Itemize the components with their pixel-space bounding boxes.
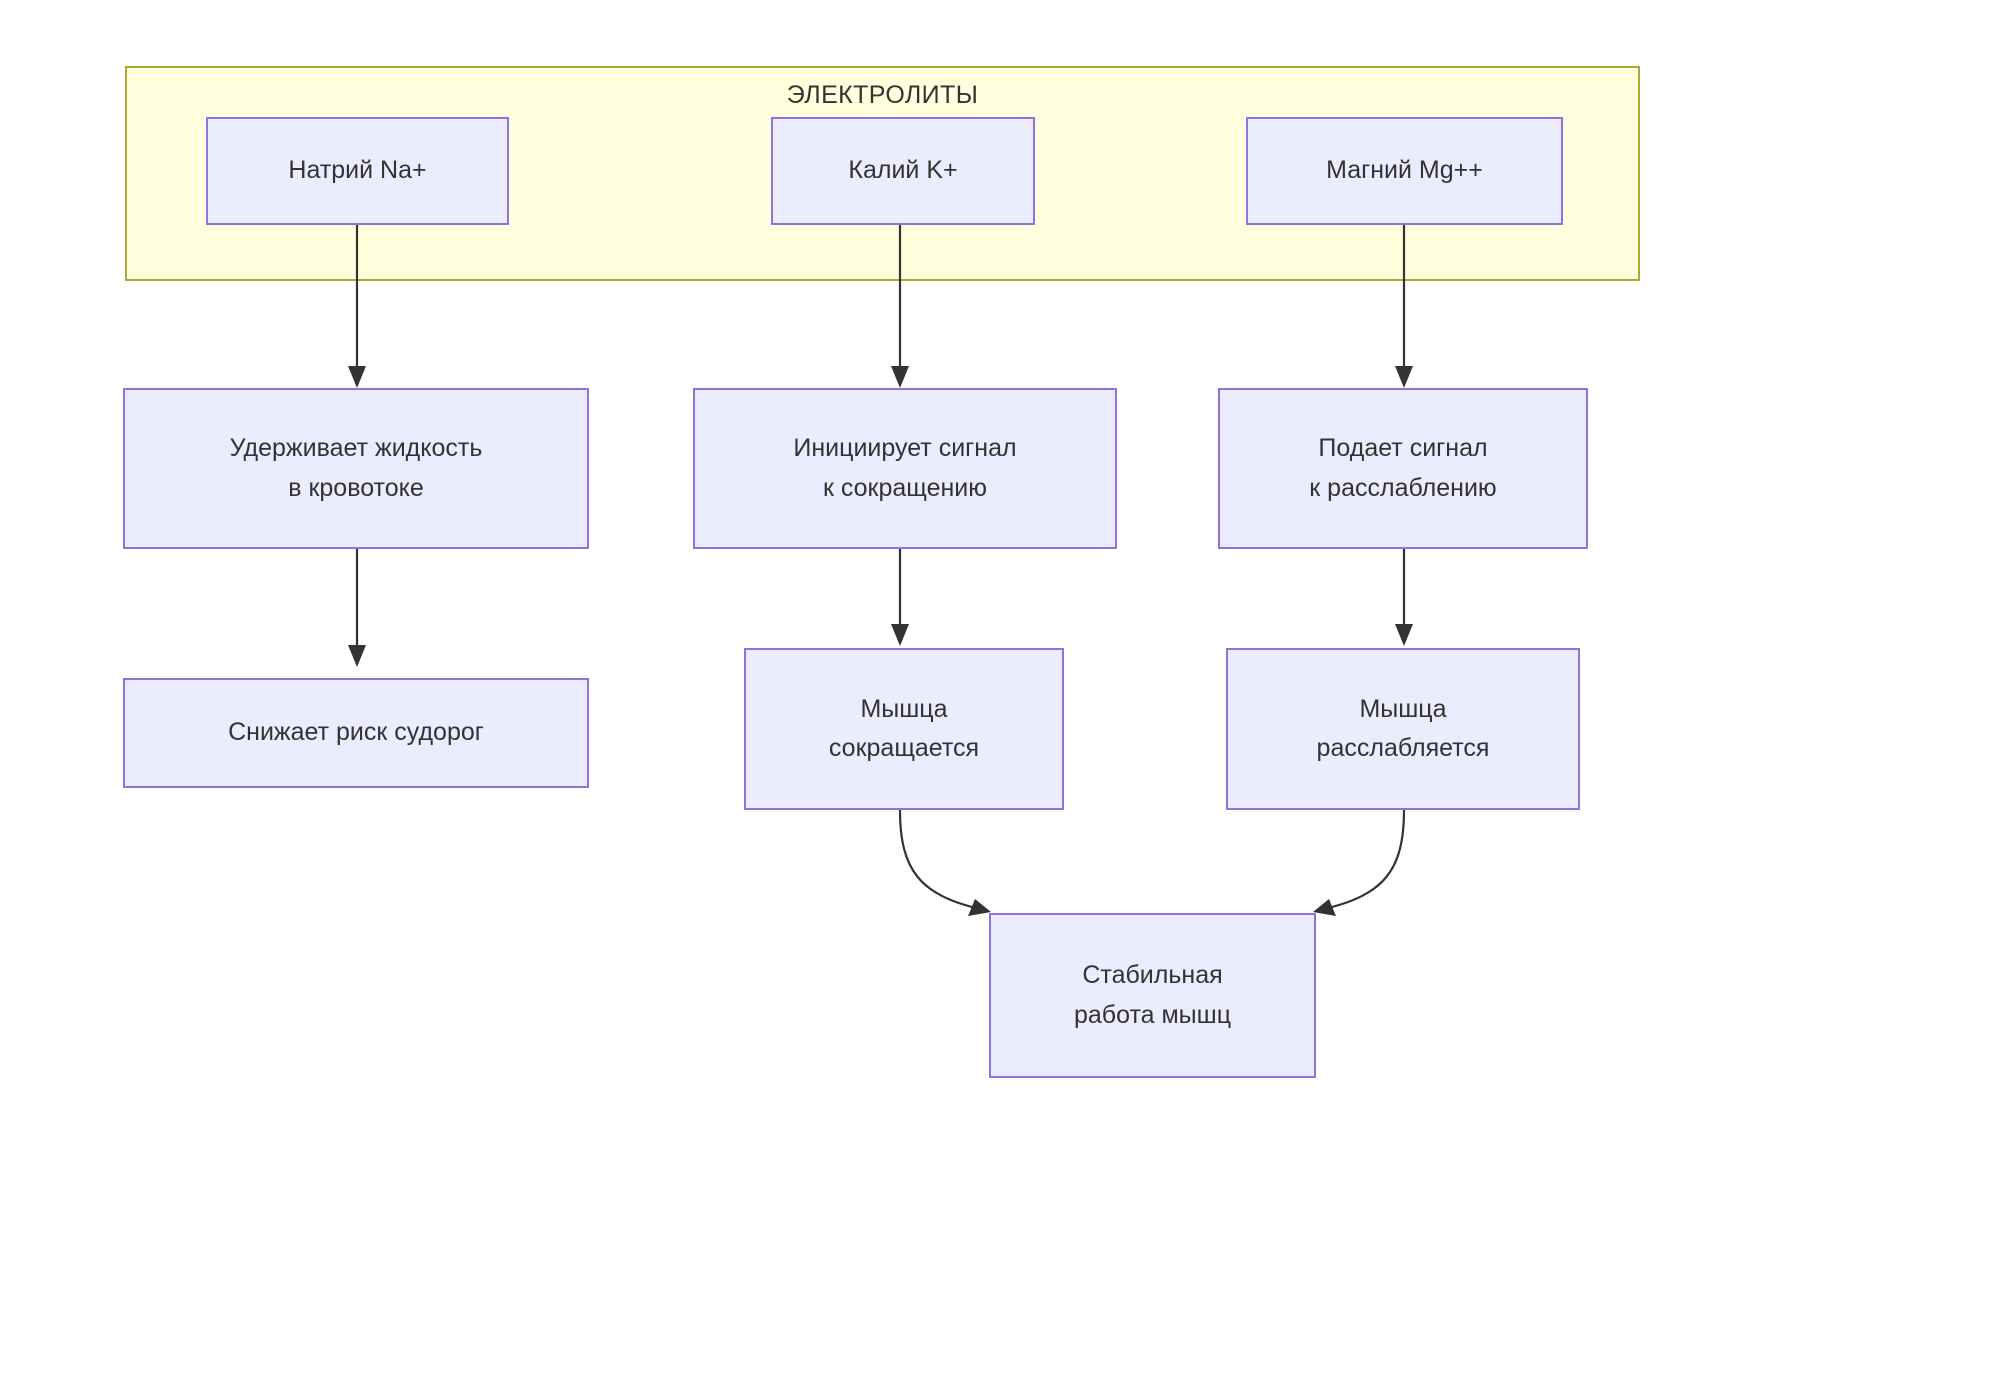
node-potassium-label: Калий K+: [848, 156, 958, 185]
edge-fluid-to-cramp-risk: [348, 549, 366, 667]
node-relaxation-signal-label: Подает сигнал к расслаблению: [1309, 434, 1497, 502]
node-stable-muscle-function-label: Стабильная работа мышц: [1073, 961, 1232, 1029]
node-stable-muscle-function[interactable]: Стабильная работа мышц: [989, 913, 1316, 1078]
node-retains-fluid-label: Удерживает жидкость в кровотоке: [229, 434, 483, 502]
node-potassium[interactable]: Калий K+: [771, 117, 1035, 225]
node-muscle-relaxes-label: Мышца расслабляется: [1316, 694, 1490, 763]
node-contraction-signal-label: Инициирует сигнал к сокращению: [793, 434, 1017, 502]
node-muscle-contracts[interactable]: Мышца сокращается: [744, 648, 1064, 810]
node-relaxation-signal[interactable]: Подает сигнал к расслаблению: [1218, 388, 1588, 549]
group-title: ЭЛЕКТРОЛИТЫ: [786, 81, 979, 109]
node-magnesium[interactable]: Магний Mg++: [1246, 117, 1563, 225]
node-magnesium-label: Магний Mg++: [1326, 156, 1483, 185]
node-contraction-signal[interactable]: Инициирует сигнал к сокращению: [693, 388, 1117, 549]
node-retains-fluid[interactable]: Удерживает жидкость в кровотоке: [123, 388, 589, 549]
node-sodium-label: Натрий Na+: [288, 156, 427, 185]
node-muscle-relaxes[interactable]: Мышца расслабляется: [1226, 648, 1580, 810]
node-muscle-contracts-label: Мышца сокращается: [828, 694, 980, 763]
node-reduces-cramp-risk-label: Снижает риск судорог: [228, 718, 484, 747]
edge-relax-signal-to-relaxes: [1395, 549, 1413, 646]
edge-contract-signal-to-contracts: [891, 549, 909, 646]
edge-relaxes-to-stable: [1313, 809, 1406, 916]
edge-contracts-to-stable: [898, 809, 991, 916]
node-reduces-cramp-risk[interactable]: Снижает риск судорог: [123, 678, 589, 788]
node-sodium[interactable]: Натрий Na+: [206, 117, 509, 225]
